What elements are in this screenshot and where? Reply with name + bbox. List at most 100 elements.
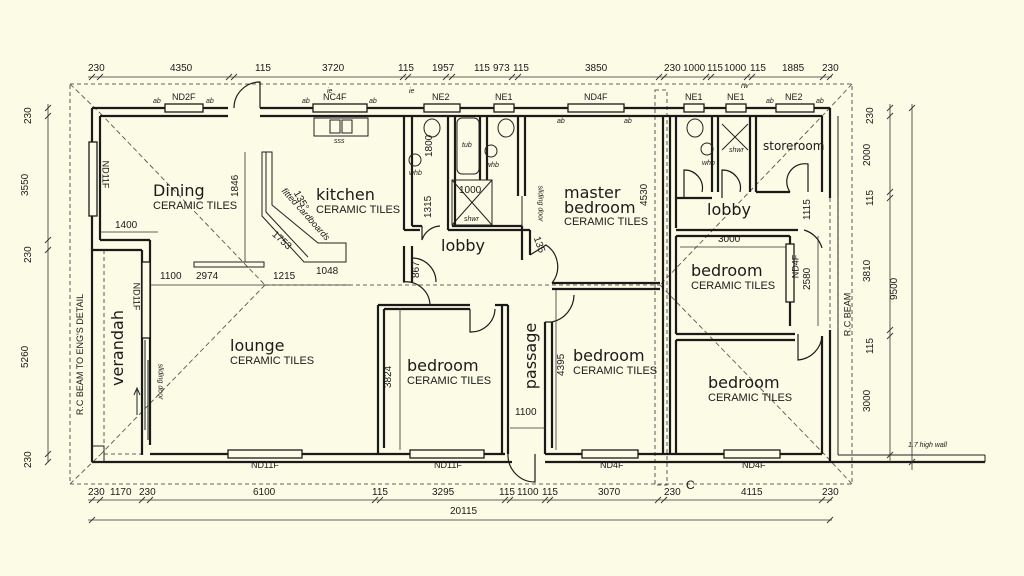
dim-bottom: 4115 [741, 487, 763, 498]
bathtub-icon [456, 117, 480, 175]
window-bottom-4 [723, 449, 781, 459]
room-name-line1: master [564, 183, 621, 202]
dim-bed2-4395: 4395 [556, 353, 567, 376]
dimension-tick [819, 73, 827, 81]
dimension-tick [908, 458, 916, 466]
rc-beam-note: R.C BEAM [842, 292, 853, 337]
window-top-3 [423, 103, 461, 113]
room-finish: CERAMIC TILES [573, 364, 658, 377]
dim-top: 1957 [432, 63, 455, 74]
dim-left: 230 [23, 451, 34, 468]
sliding-door-label: sliding door [536, 185, 544, 222]
ab-note: ab [624, 118, 632, 125]
dimension-tick [908, 104, 916, 112]
dim-top: 4350 [170, 63, 193, 74]
doors [144, 81, 823, 483]
window-top-1 [164, 103, 204, 113]
room-finish: CERAMIC TILES [316, 203, 401, 216]
tub-label: tub [462, 142, 472, 149]
window-label: ND4F [584, 92, 608, 102]
dim-bottom: 115 [372, 487, 388, 498]
dimension-tick [88, 496, 96, 504]
room-finish: CERAMIC TILES [691, 279, 776, 292]
basin-icon [700, 142, 714, 156]
windows [88, 103, 815, 459]
room-name: Dining [153, 181, 205, 200]
toilet-icon [686, 118, 704, 138]
dimension-tick [44, 458, 52, 466]
window-label: NE2 [432, 92, 450, 102]
high-wall-note: 1.7 high wall [908, 442, 947, 449]
ie-note: ie [327, 88, 333, 95]
window-left-1 [88, 141, 98, 217]
dim-top: 230 [664, 63, 681, 74]
dim-left: 5260 [20, 345, 31, 368]
dim-shower-1000: 1000 [459, 185, 482, 196]
dim-left: 3550 [20, 173, 31, 196]
ab-note: ab [206, 98, 214, 105]
dim-bottom: 230 [88, 487, 105, 498]
window-label: NE1 [495, 92, 513, 102]
dimension-tick [44, 112, 52, 120]
room-verandah: verandah [107, 310, 127, 386]
dimension-tick [448, 73, 456, 81]
dimension-tick [826, 73, 834, 81]
dim-top: 3850 [585, 63, 608, 74]
dimension-tick [44, 104, 52, 112]
dimension-tick [501, 496, 509, 504]
room-finish: CERAMIC TILES [153, 199, 238, 212]
shower-label: shwr [464, 216, 479, 223]
dimension-tick [886, 451, 894, 459]
room-finish: CERAMIC TILES [230, 354, 315, 367]
dimension-tick [371, 496, 379, 504]
dim-bed3-3000: 3000 [718, 234, 741, 245]
dimension-tick [546, 496, 554, 504]
sliding-door-label: sliding door [156, 363, 164, 400]
dimension-tick [655, 73, 663, 81]
window-label: ND11F [251, 460, 279, 470]
dimension-tick [886, 104, 894, 112]
dimension-tick [399, 73, 407, 81]
dimension-tick [702, 73, 710, 81]
room-kitchen: kitchen CERAMIC TILES [316, 186, 400, 216]
dim-right: 3810 [862, 259, 873, 282]
dimension-tick [404, 73, 412, 81]
dim-bottom: 230 [139, 487, 156, 498]
dim-bath-1800: 1800 [424, 134, 435, 157]
room-lobby-2: lobby [707, 201, 751, 219]
dimension-tick [44, 450, 52, 458]
basin-icon [408, 153, 422, 167]
ie-note: ie [409, 88, 415, 95]
dimension-tick [886, 194, 894, 202]
window-label: NE1 [727, 92, 745, 102]
window-bottom-2 [409, 449, 485, 459]
dim-dining-width: 1400 [115, 220, 138, 231]
room-name: bedroom [708, 373, 780, 392]
room-finish: CERAMIC TILES [407, 374, 492, 387]
dim-lobby-1315: 1315 [423, 195, 434, 218]
dimension-tick [230, 73, 238, 81]
dimension-tick [886, 326, 894, 334]
window-label: ND11F [434, 460, 462, 470]
dim-left: 230 [23, 246, 34, 263]
dimension-tick [225, 73, 233, 81]
room-finish: CERAMIC TILES [708, 391, 793, 404]
window-top-4 [493, 103, 515, 113]
dimension-tick [826, 516, 834, 524]
dimension-tick [88, 73, 96, 81]
room-name: bedroom [691, 261, 763, 280]
dimension-tick [44, 236, 52, 244]
dim-right: 115 [865, 190, 876, 206]
dimension-tick [743, 73, 751, 81]
dim-right: 115 [865, 338, 876, 354]
dimension-tick [826, 496, 834, 504]
dim-kitchen-1048: 1048 [316, 266, 339, 277]
section-marker: C [686, 478, 695, 492]
room-bedroom-3: bedroom CERAMIC TILES [691, 262, 775, 292]
window-top-7 [725, 103, 747, 113]
dim-top: 115 [707, 63, 723, 74]
dim-top: 115 [474, 63, 490, 74]
dimension-tick [886, 188, 894, 196]
